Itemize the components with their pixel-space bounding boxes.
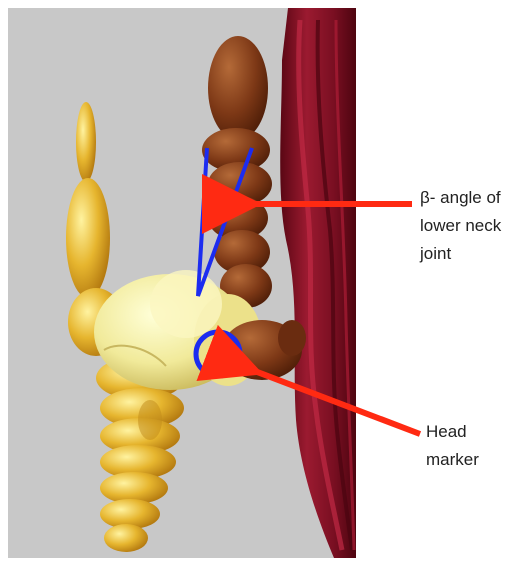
beta-angle-label-line-3: joint xyxy=(420,240,501,268)
beta-angle-label: β- angle of lower neck joint xyxy=(420,184,501,268)
beta-angle-label-line-2: lower neck xyxy=(420,212,501,240)
head-marker-label-line-2: marker xyxy=(426,446,479,474)
beta-angle-label-line-1: β- angle of xyxy=(420,184,501,212)
head-marker-label-line-1: Head xyxy=(426,418,479,446)
head-marker-label: Head marker xyxy=(426,418,479,474)
